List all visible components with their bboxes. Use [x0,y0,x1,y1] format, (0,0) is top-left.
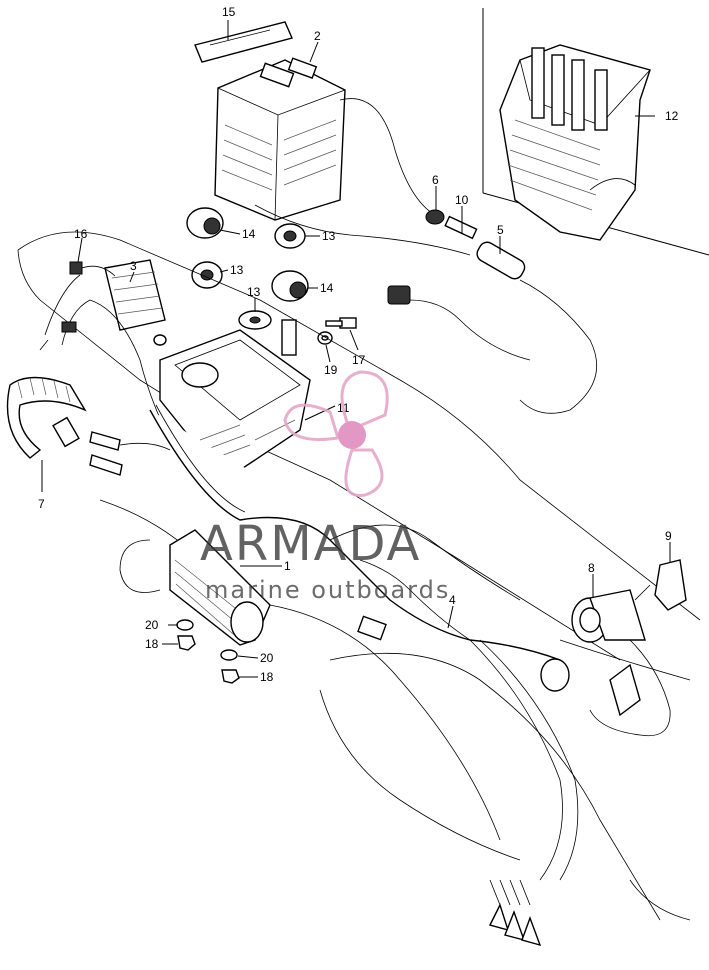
callout-labels: 15 2 12 6 10 5 16 3 14 13 13 14 13 17 19… [38,5,679,684]
watermark-tagline: marine outboards [205,576,450,604]
callout-9: 9 [665,529,672,543]
watermark-brand: ARMADA [200,516,421,572]
ignition-coil-part-1 [119,529,501,841]
fuse-holder-parts-6-10-5 [425,209,597,414]
callout-3: 3 [130,259,137,273]
callout-12: 12 [665,109,679,123]
callout-18-a: 18 [145,637,159,651]
cushion-part-14-b [271,270,309,302]
cushion-part-14-a [186,207,224,239]
propeller-blade-top [340,370,389,432]
washer-part-19 [317,331,333,345]
battery-part-2 [214,57,471,256]
callout-15: 15 [222,5,236,19]
grommet-part-13-c [238,310,272,330]
cushion-part-13-a [274,223,306,249]
callout-10: 10 [455,193,469,207]
callout-14-a: 14 [242,227,256,241]
callout-6: 6 [432,173,439,187]
leader-lines [41,20,671,678]
ignition-switch-part-8 [540,589,671,737]
callout-1: 1 [284,559,291,573]
callout-20-a: 20 [145,618,159,632]
callout-13-a: 13 [322,229,336,243]
washer-part-20-b [220,649,238,661]
callout-5: 5 [497,223,504,237]
battery-band-part-15 [194,21,293,63]
propeller-logo [283,370,389,497]
callout-13-b: 13 [230,263,244,277]
wire-harness-part-4 [149,404,579,947]
propeller-hub [338,421,366,449]
nut-part-18-a [177,635,196,651]
frame-outline [17,231,701,921]
callout-13-c: 13 [247,285,261,299]
screw-part-16 [69,261,116,277]
callout-16: 16 [74,227,88,241]
wire-connector [387,285,531,361]
bracket-part-11 [159,319,311,471]
callout-8: 8 [588,561,595,575]
battery-case-part-12 [499,44,651,241]
callout-14-b: 14 [320,281,334,295]
cushion-part-13-b [191,261,223,289]
bolt-part-17 [325,317,357,329]
key-part-9 [634,559,687,611]
callout-4: 4 [449,593,456,607]
watermark: ARMADA marine outboards [200,370,450,604]
callout-19: 19 [324,363,338,377]
callout-18-b: 18 [260,670,274,684]
washer-part-20-a [176,619,194,631]
callout-17: 17 [352,353,366,367]
callout-20-b: 20 [260,651,274,665]
regulator-part-3 [104,259,167,346]
wiring-upper-left [39,274,171,441]
propeller-blade-bottom [344,448,384,497]
callout-2: 2 [314,29,321,43]
nut-part-18-b [221,669,240,684]
strap-part-7 [6,376,87,459]
propeller-blade-left [283,403,340,442]
callout-7: 7 [38,497,45,511]
